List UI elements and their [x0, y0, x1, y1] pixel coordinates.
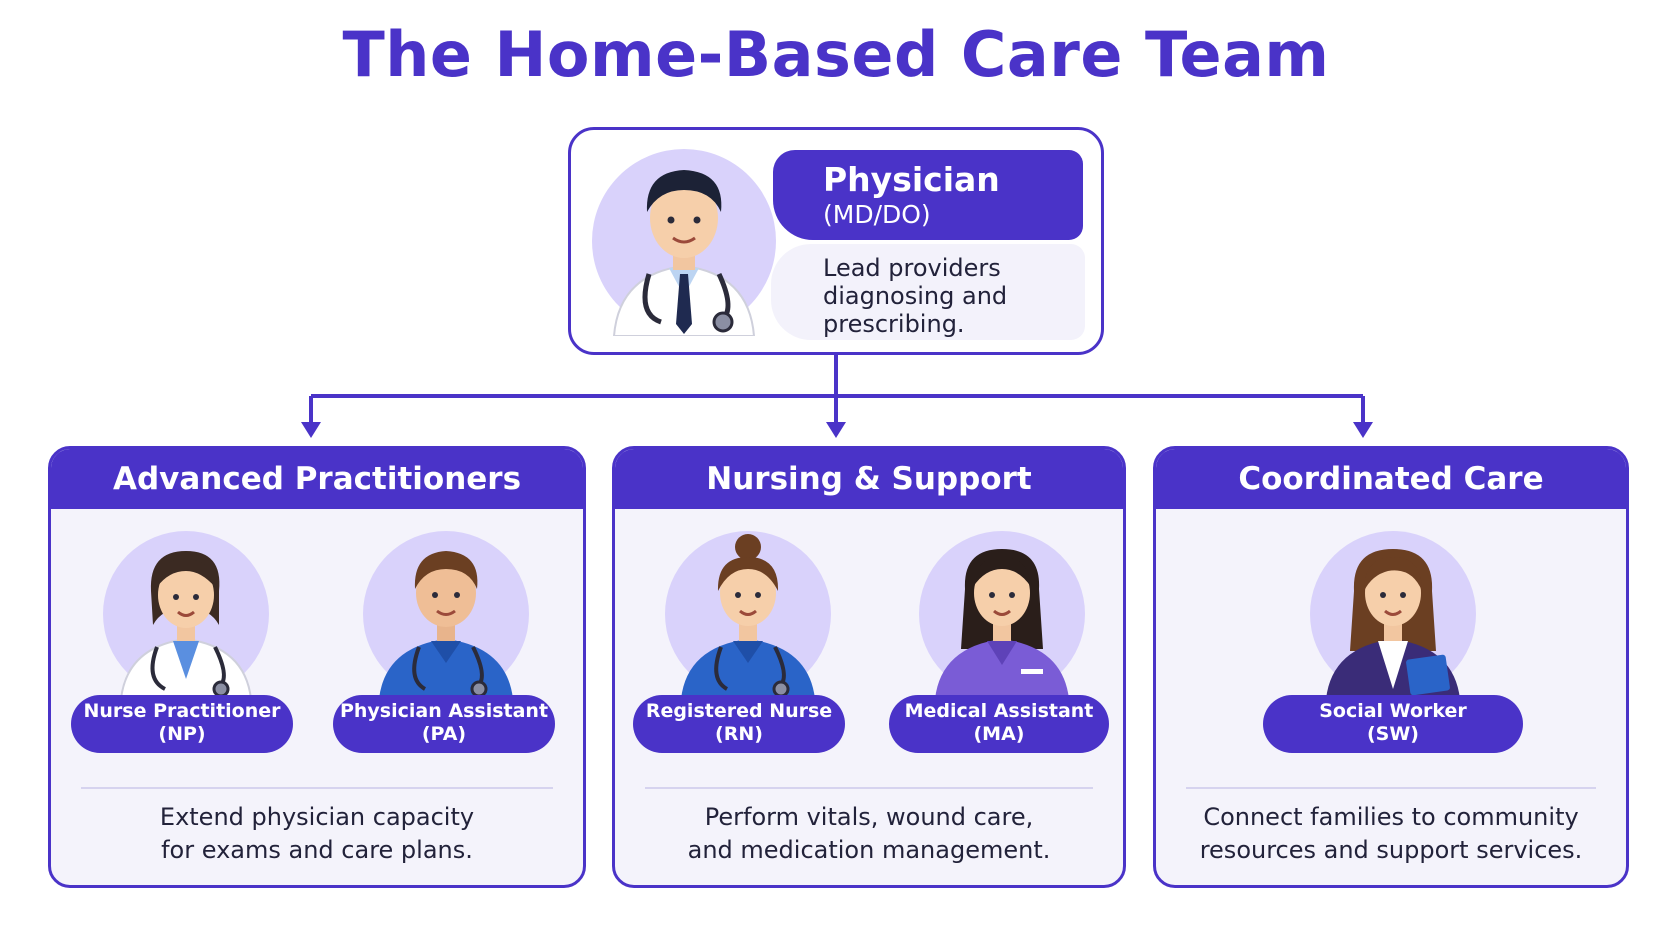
divider: [645, 787, 1093, 789]
member-role: Nurse Practitioner: [83, 700, 281, 722]
group-description: Perform vitals, wound care, and medicati…: [615, 801, 1123, 867]
physician-description-line: Lead providers: [823, 254, 1001, 282]
member-role: Physician Assistant: [339, 700, 549, 722]
pill-physician-assistant: Physician Assistant (PA): [333, 695, 555, 753]
physician-description: Lead providers diagnosing and prescribin…: [771, 244, 1085, 340]
medical-assistant-avatar: [919, 531, 1085, 699]
social-worker-avatar: [1310, 531, 1476, 699]
member-physician-assistant: [361, 529, 531, 699]
member-medical-assistant: [917, 529, 1087, 699]
group-nursing-support: Nursing & Support Registered Nurse (RN): [612, 446, 1126, 888]
page-title: The Home-Based Care Team: [342, 18, 1330, 91]
group-description-line: and medication management.: [687, 836, 1051, 864]
group-description-line: resources and support services.: [1199, 836, 1583, 864]
member-registered-nurse: [663, 529, 833, 699]
group-description-line: for exams and care plans.: [161, 836, 473, 864]
member-social-worker: [1305, 529, 1481, 699]
divider: [81, 787, 553, 789]
pill-nurse-practitioner: Nurse Practitioner (NP): [71, 695, 293, 753]
physician-role-banner: Physician (MD/DO): [773, 150, 1083, 240]
member-role: Registered Nurse: [645, 700, 833, 722]
arrowhead-right: [1353, 422, 1373, 438]
pill-social-worker: Social Worker (SW): [1263, 695, 1523, 753]
physician-assistant-avatar: [363, 531, 529, 699]
pill-registered-nurse: Registered Nurse (RN): [633, 695, 845, 753]
group-header: Nursing & Support: [615, 449, 1123, 509]
physician-avatar: [592, 149, 776, 336]
physician-description-line: prescribing.: [823, 310, 965, 338]
physician-description-line: diagnosing and: [823, 282, 1008, 310]
group-description: Connect families to community resources …: [1156, 801, 1626, 867]
nurse-practitioner-avatar: [103, 531, 269, 699]
member-abbr: (PA): [421, 723, 467, 745]
registered-nurse-avatar: [665, 531, 831, 699]
physician-card: Physician (MD/DO) Lead providers diagnos…: [568, 127, 1104, 355]
member-abbr: (SW): [1366, 723, 1419, 745]
arrowhead-center: [826, 422, 846, 438]
group-description-line: Connect families to community: [1203, 803, 1579, 831]
pill-medical-assistant: Medical Assistant (MA): [889, 695, 1109, 753]
physician-abbr: (MD/DO): [823, 200, 931, 229]
member-nurse-practitioner: [101, 529, 271, 699]
arrowhead-left: [301, 422, 321, 438]
group-description-line: Extend physician capacity: [159, 803, 475, 831]
member-role: Social Worker: [1319, 700, 1467, 722]
member-abbr: (RN): [715, 723, 763, 745]
group-description: Extend physician capacity for exams and …: [51, 801, 583, 867]
member-abbr: (NP): [158, 723, 206, 745]
divider: [1186, 787, 1596, 789]
group-description-line: Perform vitals, wound care,: [704, 803, 1034, 831]
physician-role: Physician: [823, 160, 1000, 199]
group-coordinated-care: Coordinated Care Social Worker (SW) Conn…: [1153, 446, 1629, 888]
group-header: Advanced Practitioners: [51, 449, 583, 509]
member-role: Medical Assistant: [904, 700, 1094, 722]
member-abbr: (MA): [973, 723, 1025, 745]
group-advanced-practitioners: Advanced Practitioners Nurse Practitione…: [48, 446, 586, 888]
group-header: Coordinated Care: [1156, 449, 1626, 509]
